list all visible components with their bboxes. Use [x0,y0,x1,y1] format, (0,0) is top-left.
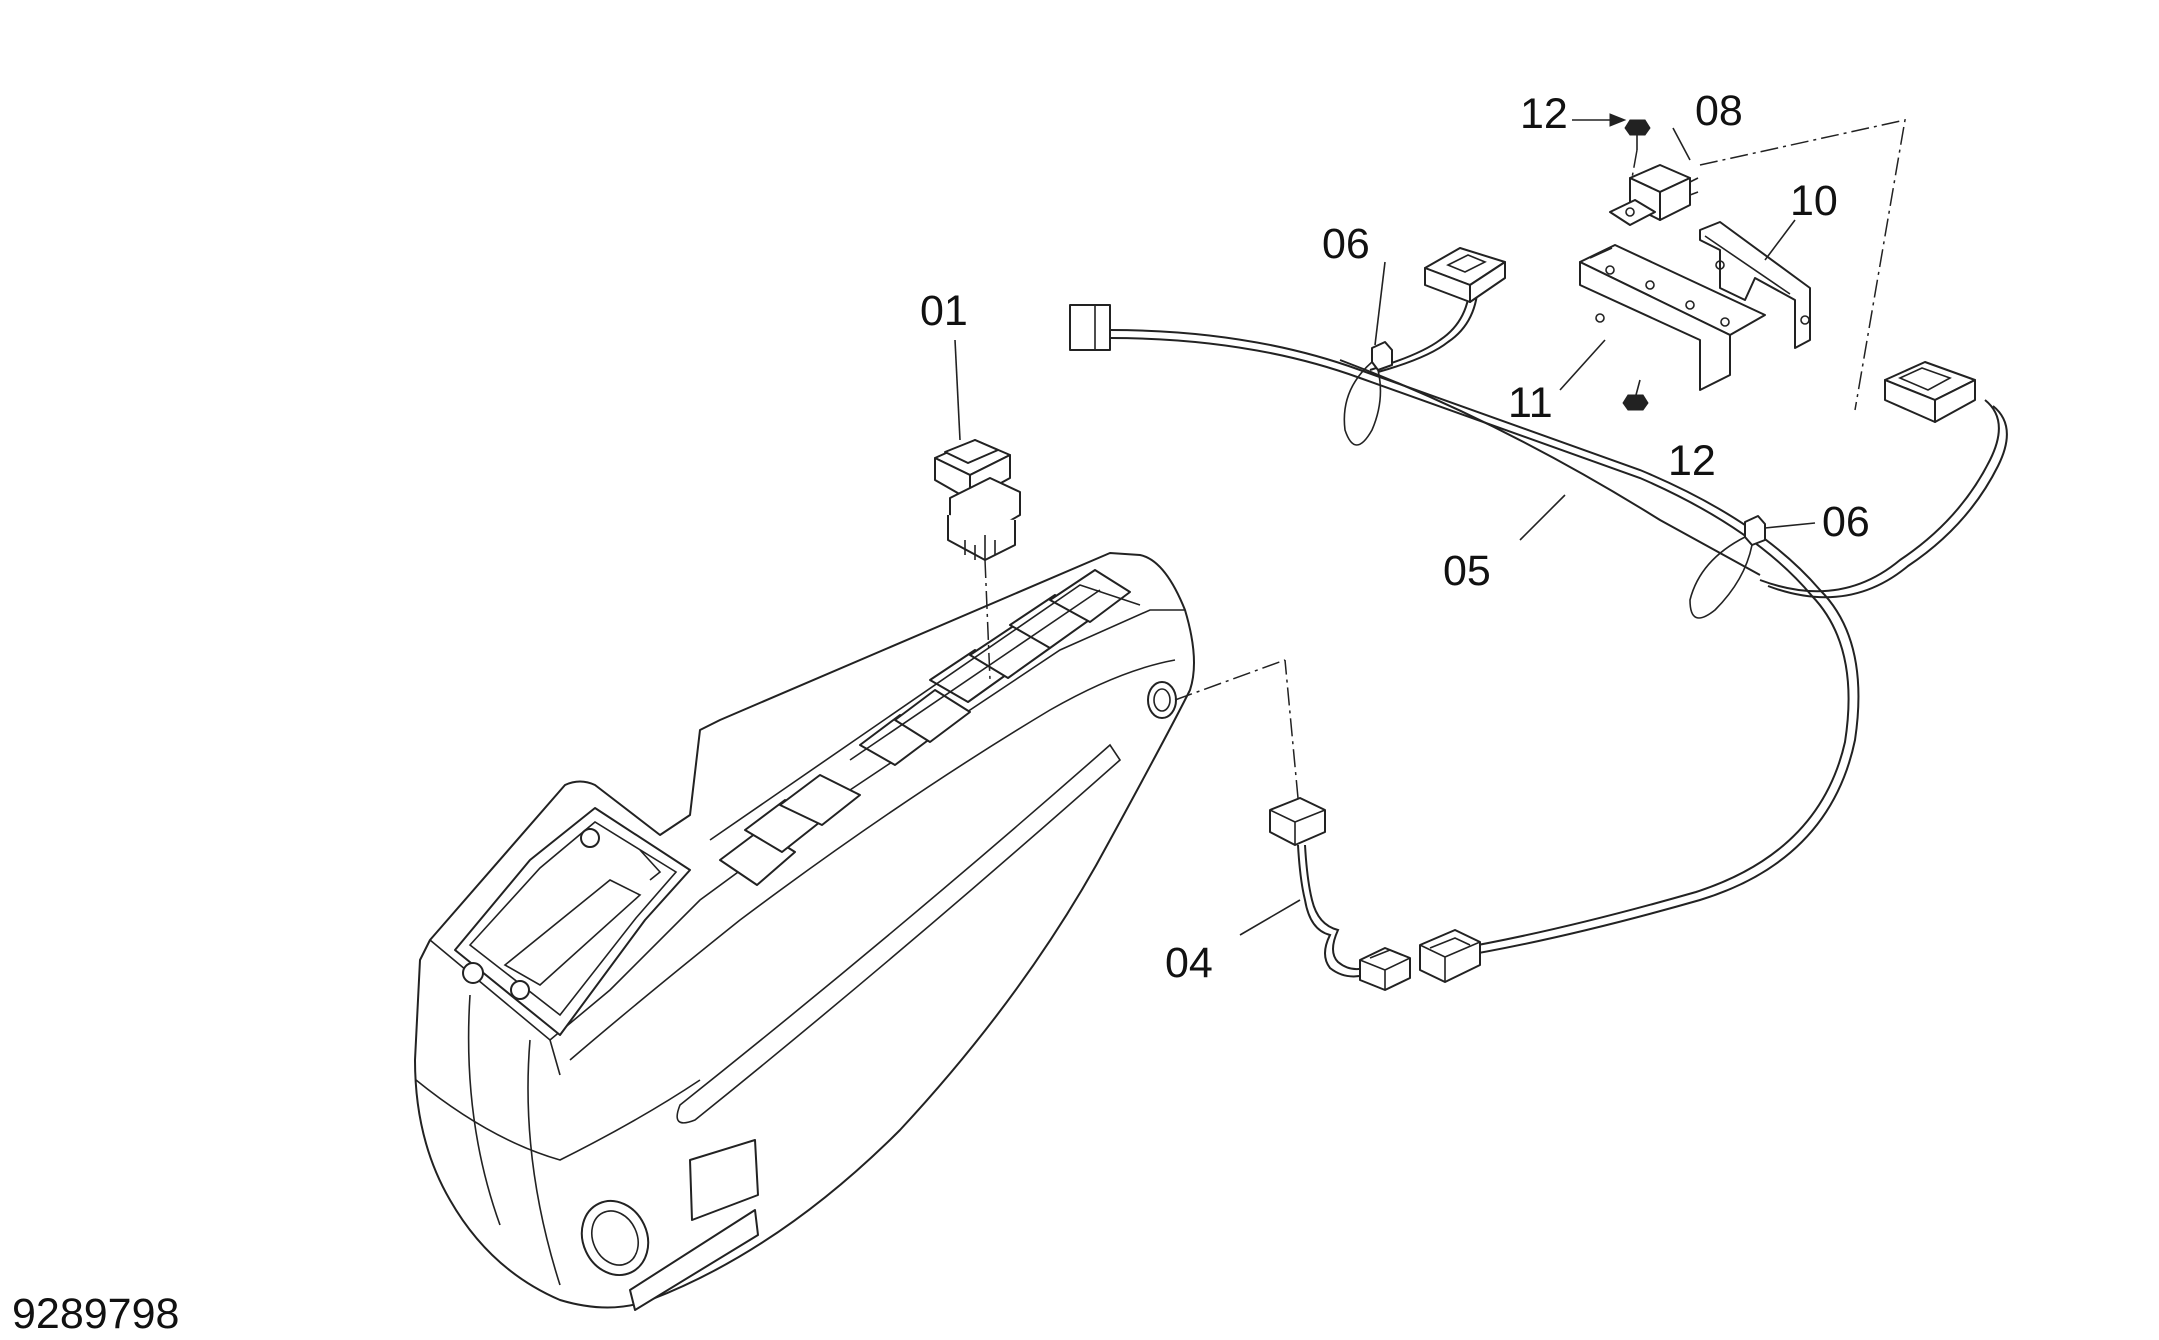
callout-06-upper: 06 [1322,220,1370,268]
rocker-switch-part-01 [934,439,1021,681]
wire-harness-part-05 [1069,247,2008,983]
callout-01: 01 [920,287,968,335]
bracket-part-10 [1699,221,1811,349]
callout-08: 08 [1695,87,1743,135]
callout-06-lower: 06 [1822,498,1870,546]
callout-11: 11 [1508,379,1553,427]
callout-12-upper: 12 [1520,90,1568,138]
callout-10: 10 [1790,177,1838,225]
screw-part-12-lower [1622,379,1649,411]
callout-12-lower: 12 [1668,437,1716,485]
relay-part-08 [1609,164,1699,226]
switch-slots [709,569,1141,886]
callout-04: 04 [1165,939,1213,987]
cable-tie-part-06-lower [1689,515,1766,619]
cable-tie-part-06-upper [1343,341,1393,446]
callout-05: 05 [1443,547,1491,595]
assembly-line-relay [1699,119,1906,411]
leader-lines [954,113,1816,936]
document-number: 9289798 [12,1290,179,1338]
wire-harness-part-04 [1269,659,1411,991]
screw-part-12-upper [1624,119,1651,179]
assembly-line-04 [1174,659,1286,701]
console-housing [414,552,1195,1311]
bracket-part-11 [1579,244,1766,391]
